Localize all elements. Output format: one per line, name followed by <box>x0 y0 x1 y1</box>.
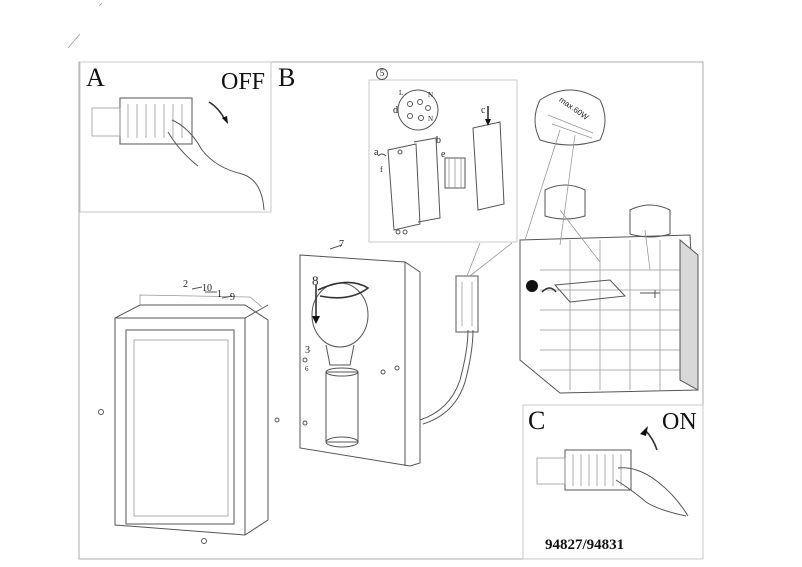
step-6-marker: 6 <box>305 365 309 373</box>
cable-junction-illustration <box>419 242 513 425</box>
callout-a: a <box>374 147 379 158</box>
panel-a-label: A <box>86 63 105 92</box>
callout-n-secondary: N <box>428 115 434 123</box>
callout-c: c <box>481 105 486 116</box>
callout-e: e <box>441 149 446 160</box>
step-7-marker: 7 <box>339 239 344 250</box>
panel-b-label: B <box>278 63 296 92</box>
step-3-marker: 3 <box>305 345 310 356</box>
step-5-marker: 5 <box>376 68 388 80</box>
step-10-marker: 10 <box>202 283 212 294</box>
step-2-marker: 2 <box>183 279 188 290</box>
fuse-box-on-illustration <box>522 404 704 560</box>
backplate-with-bulb-illustration <box>299 244 421 467</box>
fuse-box-off-illustration <box>79 61 272 213</box>
callout-f: f <box>380 165 383 174</box>
model-number: 94827/94831 <box>545 537 625 553</box>
callout-d: d <box>393 105 398 116</box>
callout-n: N <box>428 91 434 99</box>
wall-mount-illustration <box>519 89 699 394</box>
callout-b: b <box>436 135 441 146</box>
on-label: ON <box>662 409 697 435</box>
step-9-marker: 9 <box>230 292 235 303</box>
wiring-detail-inset <box>368 79 518 243</box>
callout-l: L <box>399 89 404 97</box>
scan-mark <box>67 33 81 49</box>
lamp-housing-illustration <box>98 286 280 544</box>
step-8-marker: 8 <box>312 273 319 288</box>
scan-mark <box>98 2 103 7</box>
off-label: OFF <box>221 69 266 95</box>
panel-c-label: C <box>528 406 546 435</box>
outer-frame <box>78 61 704 560</box>
step-1-marker: 1 <box>217 289 222 300</box>
